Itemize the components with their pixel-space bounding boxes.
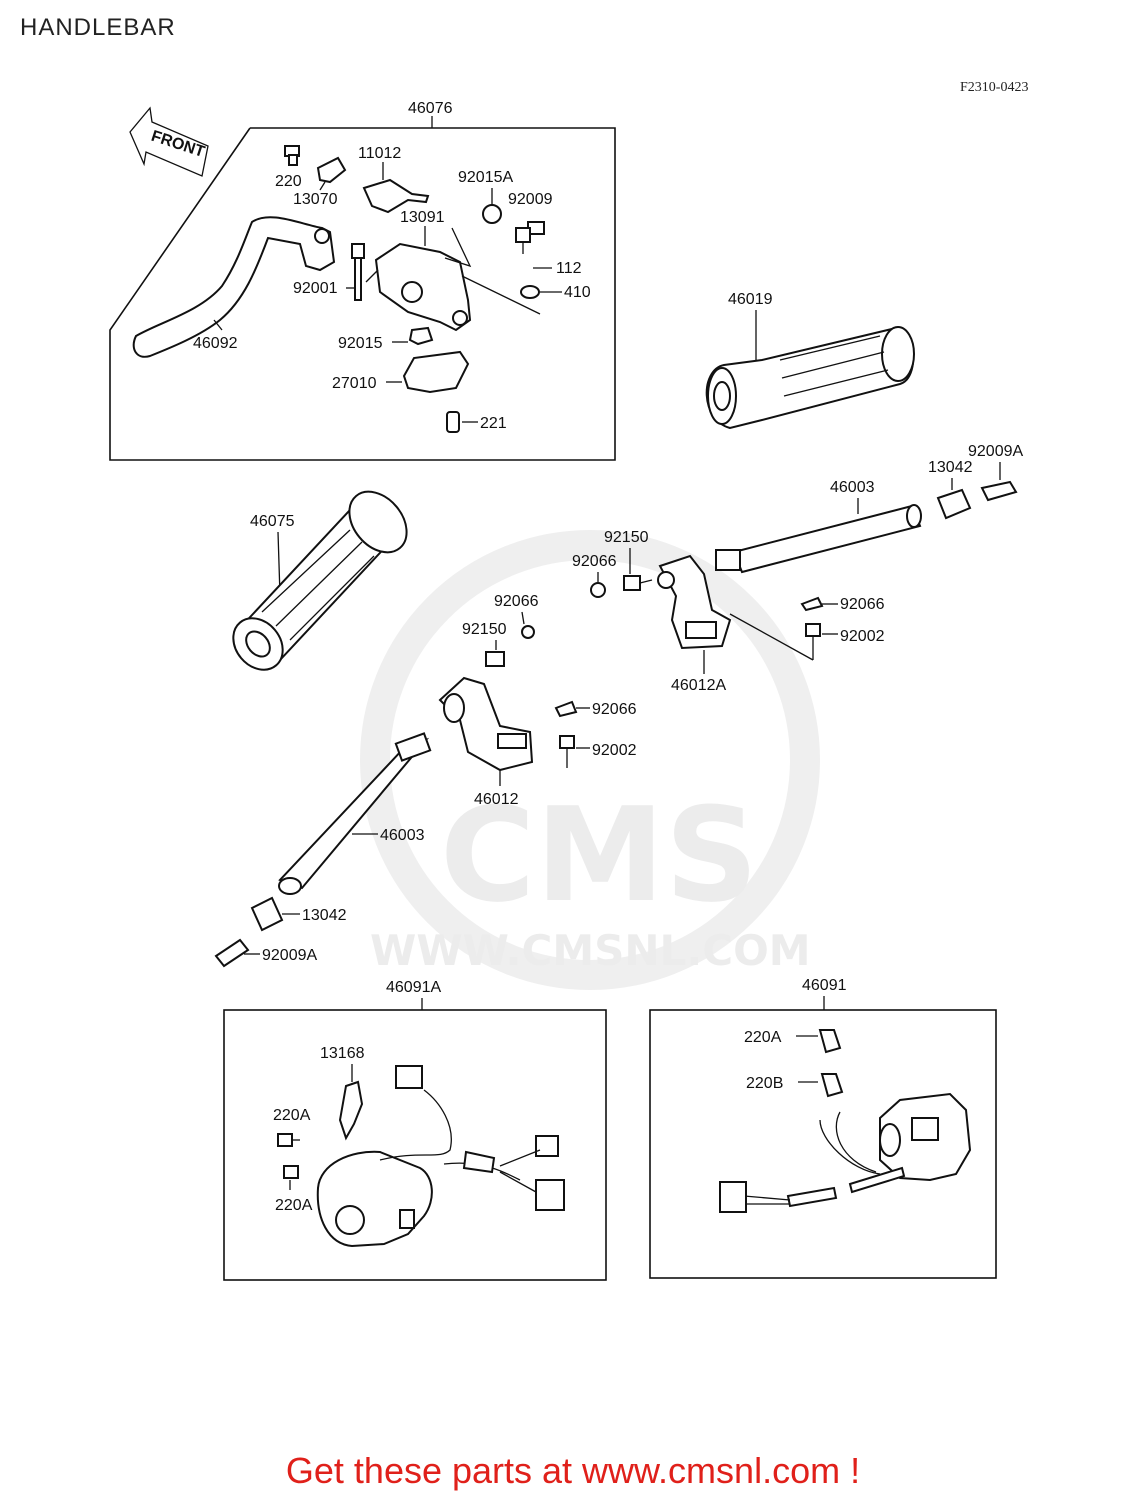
washer-410-icon [520,285,540,299]
label-46091: 46091 [802,977,847,994]
label-46075: 46075 [250,513,295,530]
bolt-92150-right-icon [623,575,641,591]
screw-220A-2-icon [283,1165,299,1179]
label-13091: 13091 [400,209,445,226]
screw-221-icon [446,411,460,433]
front-arrow: FRONT [129,106,209,177]
label-46012: 46012 [474,791,519,808]
label-92009A-left: 92009A [262,947,317,964]
right-switch-assembly-box: 46091 220A 220B [649,977,997,1279]
switch-27010-icon [402,350,470,394]
weight-13042-right-icon [936,488,972,520]
label-13042-right: 13042 [928,459,973,476]
label-92066-right-1: 92066 [572,553,617,570]
figure-code: F2310-0423 [960,80,1029,95]
label-92009A-right: 92009A [968,443,1023,460]
label-46092: 46092 [193,335,238,352]
label-46091A: 46091A [386,979,441,996]
footer-promo-link[interactable]: Get these parts at www.cmsnl.com ! [285,1450,861,1491]
clamp-46012-icon [438,676,534,772]
label-13042-left: 13042 [302,907,347,924]
left-grip-46075: 46075 [232,490,408,671]
right-grip-46019: 46019 [705,291,915,430]
connector-left-1-icon [395,1065,423,1089]
label-92009: 92009 [508,191,553,208]
label-220A-1: 220A [273,1107,311,1124]
screw-220A-1-icon [277,1133,293,1147]
label-27010: 27010 [332,375,377,392]
connector-right-icon [719,1181,747,1213]
screw-220A-3-icon [818,1029,842,1054]
label-220B: 220B [746,1075,783,1092]
right-handlebar-group: 92009A 13042 46003 92150 92066 46012A 92… [572,443,1023,694]
label-13168: 13168 [320,1045,365,1062]
screw-92002-left-icon [559,735,575,749]
label-92150-right: 92150 [604,529,649,546]
screw-92009A-right-icon [980,480,1018,502]
weight-13042-left-icon [250,896,284,932]
nut-92066-right-2-icon [800,596,824,612]
left-handlebar-group: 92066 92150 46012 92066 92002 46003 1304… [214,593,637,968]
label-220A-2: 220A [275,1197,313,1214]
label-92150-left: 92150 [462,621,507,638]
screw-92009A-left-icon [214,938,250,968]
label-11012: 11012 [358,145,401,162]
label-220A-3: 220A [744,1029,782,1046]
nut-92015-icon [408,326,434,346]
label-46003-left: 46003 [380,827,425,844]
clutch-lever-46092-icon [132,216,336,358]
bolt-112-icon [515,227,531,243]
handlebar-46003-right-icon [732,504,922,574]
watermark-brand: CMS [440,779,758,931]
label-46003-right: 46003 [830,479,875,496]
label-13070: 13070 [293,191,338,208]
left-switch-assembly-box: 46091A 13168 220A 220A [223,979,607,1281]
bolt-92001-icon [351,243,365,259]
nut-92066-right-1-icon [590,582,606,598]
label-92066-left-2: 92066 [592,701,637,718]
label-92066-right-2: 92066 [840,596,885,613]
label-92066-left-1: 92066 [494,593,539,610]
label-46076: 46076 [408,100,453,117]
label-220: 220 [275,173,302,190]
left-switch-housing-icon [316,1150,433,1248]
label-46019: 46019 [728,291,773,308]
watermark: CMS WWW.CMSNL.COM [360,530,820,990]
label-92002-left: 92002 [592,742,637,759]
label-46012A: 46012A [671,677,726,694]
label-92001: 92001 [293,280,338,297]
connector-left-3-icon [535,1179,565,1211]
label-92015A: 92015A [458,169,513,186]
label-410: 410 [564,284,591,301]
connector-left-2-icon [535,1135,559,1157]
label-112: 112 [556,260,582,277]
label-92015: 92015 [338,335,383,352]
lever-holder-13091-icon [374,242,472,332]
nut-92066-left-2-icon [554,700,578,718]
bracket-11012-icon [362,178,430,214]
label-92002-right: 92002 [840,628,885,645]
bolt-92150-left-icon [485,651,505,667]
bolt-220-icon [284,145,300,166]
screw-220B-icon [820,1073,844,1098]
nut-92066-left-1-icon [521,625,535,639]
page-title: HANDLEBAR [20,14,176,41]
screw-92002-right-icon [805,623,821,637]
holder-13070-icon [316,156,347,184]
label-221: 221 [480,415,507,432]
watermark-url: WWW.CMSNL.COM [370,926,811,975]
clip-13168-icon [338,1080,364,1141]
clutch-lever-assembly-box: 46076 220 13070 11012 92015A 92009 13091 [109,100,616,461]
washer-92015A-icon [482,204,502,224]
